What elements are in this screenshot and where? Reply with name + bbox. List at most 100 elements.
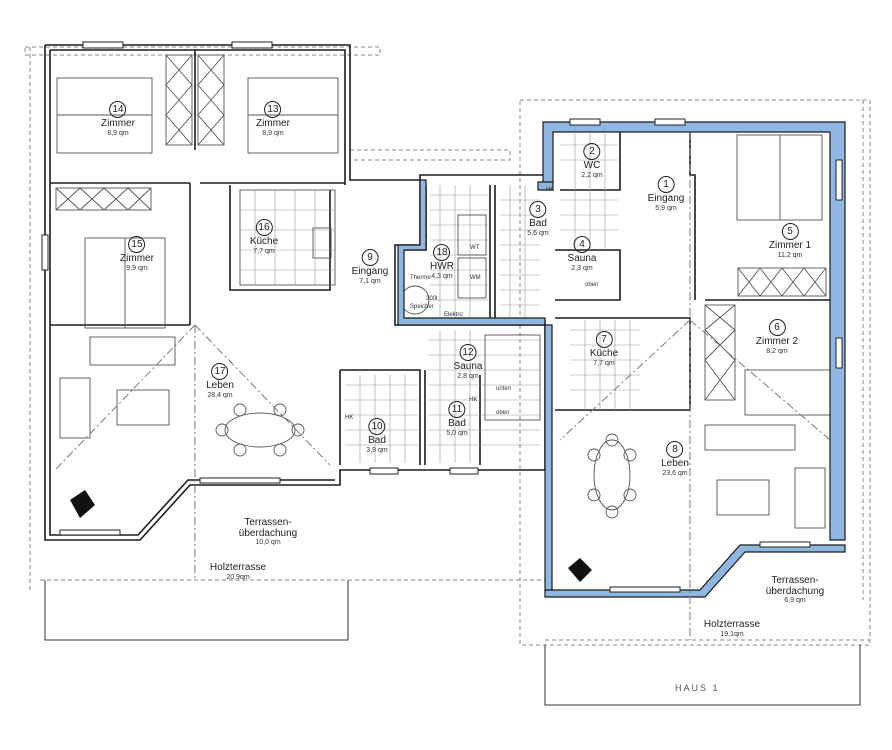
room-7-label: 7 Küche 7,7 qm [590,330,618,367]
room-name: WC [583,160,601,171]
room-name: Sauna [567,253,597,264]
room-14-label: 14 Zimmer 8,9 qm [101,100,135,137]
room-number: 11 [448,401,466,418]
wt-label: WT [470,245,480,251]
right-deck-label: Holzterrasse 19,1qm [703,619,761,638]
room-area: 23,6 qm [662,469,688,477]
room-area: 2,3 qm [571,264,593,272]
speicher-label: Speicher [410,304,434,310]
left-roof-label: Terrassen- überdachung 10,0 qm [238,517,298,546]
room-name: Leben [206,380,234,391]
room-area: 9,9 qm [126,264,148,272]
room-name: Zimmer [120,253,154,264]
room-15-label: 15 Zimmer 9,9 qm [120,235,154,272]
room-name: Eingang [647,193,685,204]
room-area: 4,3 qm [431,272,453,280]
room-number: 18 [433,244,451,261]
windows [41,41,843,593]
room-2-label: 2 WC 2,2 qm [581,142,603,179]
room-16-label: 16 Küche 7,7 qm [250,218,278,255]
right-house-blue-walls [397,121,846,598]
room-9-label: 9 Eingang 7,1 qm [351,248,389,285]
room-name: Bad [448,418,466,429]
room-number: 16 [255,219,273,236]
left-deck-outline [44,580,349,641]
room-area: 5,0 qm [446,429,468,437]
oben-label: oben [585,282,599,288]
hk-label: HK [345,415,354,421]
right-deck-outline [544,645,861,706]
room-1-label: 1 Eingang 5,9 qm [647,175,685,212]
hk-label: HK [546,187,555,193]
room-name: Zimmer 2 [755,336,799,347]
room-number: 8 [666,441,684,458]
room-area: 2,2 qm [581,171,603,179]
room-name: Leben [661,458,689,469]
room-number: 5 [781,223,799,240]
room-number: 6 [768,319,786,336]
room-number: 1 [657,176,675,193]
room-area: 3,9 qm [366,446,388,454]
wardrobes [55,54,225,211]
left-deck-label: Holzterrasse 20,9qm [209,562,267,581]
fireplace-icon [568,558,592,582]
room-number: 15 [128,236,146,253]
room-number: 9 [361,249,379,266]
elektro-label: Elektro [444,312,463,318]
room-number: 3 [529,201,547,218]
room-number: 10 [368,418,386,435]
room-area: 8,9 qm [262,129,284,137]
room-number: 2 [583,143,601,160]
room-name: Zimmer [256,118,290,129]
roof-outline [24,46,871,646]
room-13-label: 13 Zimmer 8,9 qm [256,100,290,137]
room-area: 7,7 qm [253,247,275,255]
room-name: Küche [249,236,279,247]
fireplace-icon [70,490,95,518]
room-4-label: 4 Sauna 2,3 qm [567,235,597,272]
room-3-label: 3 Bad 5,6 qm [527,200,549,237]
speicher-size-label: 300l [426,296,438,302]
room-area: 7,7 qm [593,359,615,367]
room-number: 17 [211,363,229,380]
room-area: 7,1 qm [359,277,381,285]
room-12-label: 12 Sauna 2,8 qm [453,343,483,380]
therme-label: Therme [410,275,431,281]
room-name: Eingang [351,266,389,277]
hk-label: HK [469,397,478,403]
wm-label: WM [470,275,481,281]
room-number: 12 [459,344,477,361]
oben-label: oben [496,410,510,416]
room-area: 8,9 qm [107,129,129,137]
room-area: 2,8 qm [457,372,479,380]
living-left-furniture [54,324,331,580]
room-area: 5,9 qm [655,204,677,212]
room-name: Küche [589,348,619,359]
room-area: 28,4 qm [207,391,233,399]
room-10-label: 10 Bad 3,9 qm [366,417,388,454]
room-name: Zimmer 1 [768,240,812,251]
room-number: 7 [595,331,613,348]
right-roof-label: Terrassen- überdachung 6,9 qm [765,575,825,604]
room-name: Bad [529,218,547,229]
right-house-interior [555,132,831,640]
room-5-label: 5 Zimmer 1 11,2 qm [769,222,811,259]
room-area: 5,6 qm [527,229,549,237]
room-name: Sauna [453,361,483,372]
room-area: 11,2 qm [777,251,803,259]
room-number: 14 [109,101,127,118]
room-number: 13 [264,101,282,118]
beds [56,77,831,416]
room-11-label: 11 Bad 5,0 qm [446,400,468,437]
kitchen-left [239,189,336,286]
room-name: Zimmer [101,118,135,129]
room-8-label: 8 Leben 23,6 qm [661,440,689,477]
room-18-label: 18 HWR 4,3 qm [430,243,454,280]
room-17-label: 17 Leben 28,4 qm [206,362,234,399]
room-area: 8,2 qm [766,347,788,355]
house-label: HAUS 1 [675,683,720,693]
room-name: Bad [368,435,386,446]
room-name: HWR [430,261,454,272]
room-number: 4 [573,236,591,253]
